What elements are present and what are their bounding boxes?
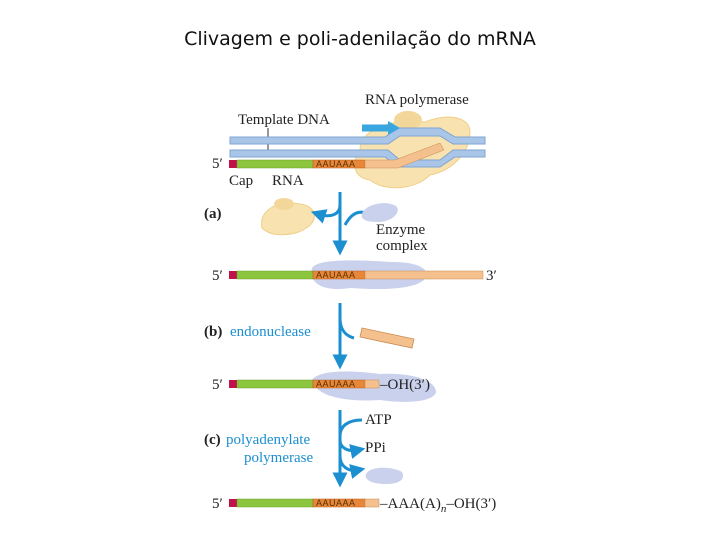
step-a-label: (a) <box>204 206 222 222</box>
step-b-label: (b) <box>204 324 222 340</box>
cap <box>229 160 237 168</box>
endonuclease-label: endonuclease <box>230 324 311 340</box>
five-prime-label-3: 5′ <box>212 377 223 393</box>
rna-body-2 <box>237 271 313 279</box>
rna-body <box>237 160 313 168</box>
enzyme-label-1: Enzyme <box>376 222 425 238</box>
rna-body-3 <box>237 380 313 388</box>
ppi-label: PPi <box>365 440 386 456</box>
five-prime-label-2: 5′ <box>212 268 223 284</box>
three-prime-label: 3′ <box>486 268 497 284</box>
atp-label: ATP <box>365 412 392 428</box>
aauaaa-text-4: AAUAAA <box>316 498 356 508</box>
cap-3 <box>229 380 237 388</box>
polya-prefix: –AAA(A) <box>379 496 441 512</box>
five-prime-label-top: 5′ <box>212 156 223 172</box>
rna-label: RNA <box>272 173 304 189</box>
polyadenylate-label: polyadenylate <box>226 432 310 448</box>
rna-3prime-stub-4 <box>365 499 379 507</box>
aauaaa-text-top: AAUAAA <box>316 159 356 169</box>
polymerase-lobe <box>394 111 422 129</box>
aauaaa-text-3: AAUAAA <box>316 379 356 389</box>
cleavage-arrow <box>340 318 354 338</box>
polymerase-release-arrow <box>318 205 340 216</box>
enzyme-complex-shape <box>362 203 398 222</box>
released-enzyme-shape <box>366 468 403 484</box>
five-prime-label-4: 5′ <box>212 496 223 512</box>
cap-4 <box>229 499 237 507</box>
polya-suffix: –OH(3′) <box>445 496 496 512</box>
ppi-output-arrow <box>340 440 358 451</box>
oh3-label: –OH(3′) <box>379 377 430 393</box>
enzyme-label-2: complex <box>376 238 428 254</box>
rna-polymerase-label: RNA polymerase <box>365 92 469 108</box>
atp-input-arrow <box>340 420 362 436</box>
enzyme-release-arrow <box>340 456 358 470</box>
polya-tail-label: –AAA(A)n–OH(3′) <box>379 496 496 515</box>
released-polymerase-lobe <box>274 198 294 210</box>
rna-3prime-stub <box>365 380 379 388</box>
cleaved-fragment <box>360 328 414 348</box>
rna-body-4 <box>237 499 313 507</box>
rna-3prime-region <box>365 271 483 279</box>
cap-label: Cap <box>229 173 253 189</box>
aauaaa-text-2: AAUAAA <box>316 270 356 280</box>
step-c-label: (c) <box>204 432 221 448</box>
polymerase-label: polymerase <box>244 450 313 466</box>
cap-2 <box>229 271 237 279</box>
template-dna-label: Template DNA <box>238 112 330 128</box>
